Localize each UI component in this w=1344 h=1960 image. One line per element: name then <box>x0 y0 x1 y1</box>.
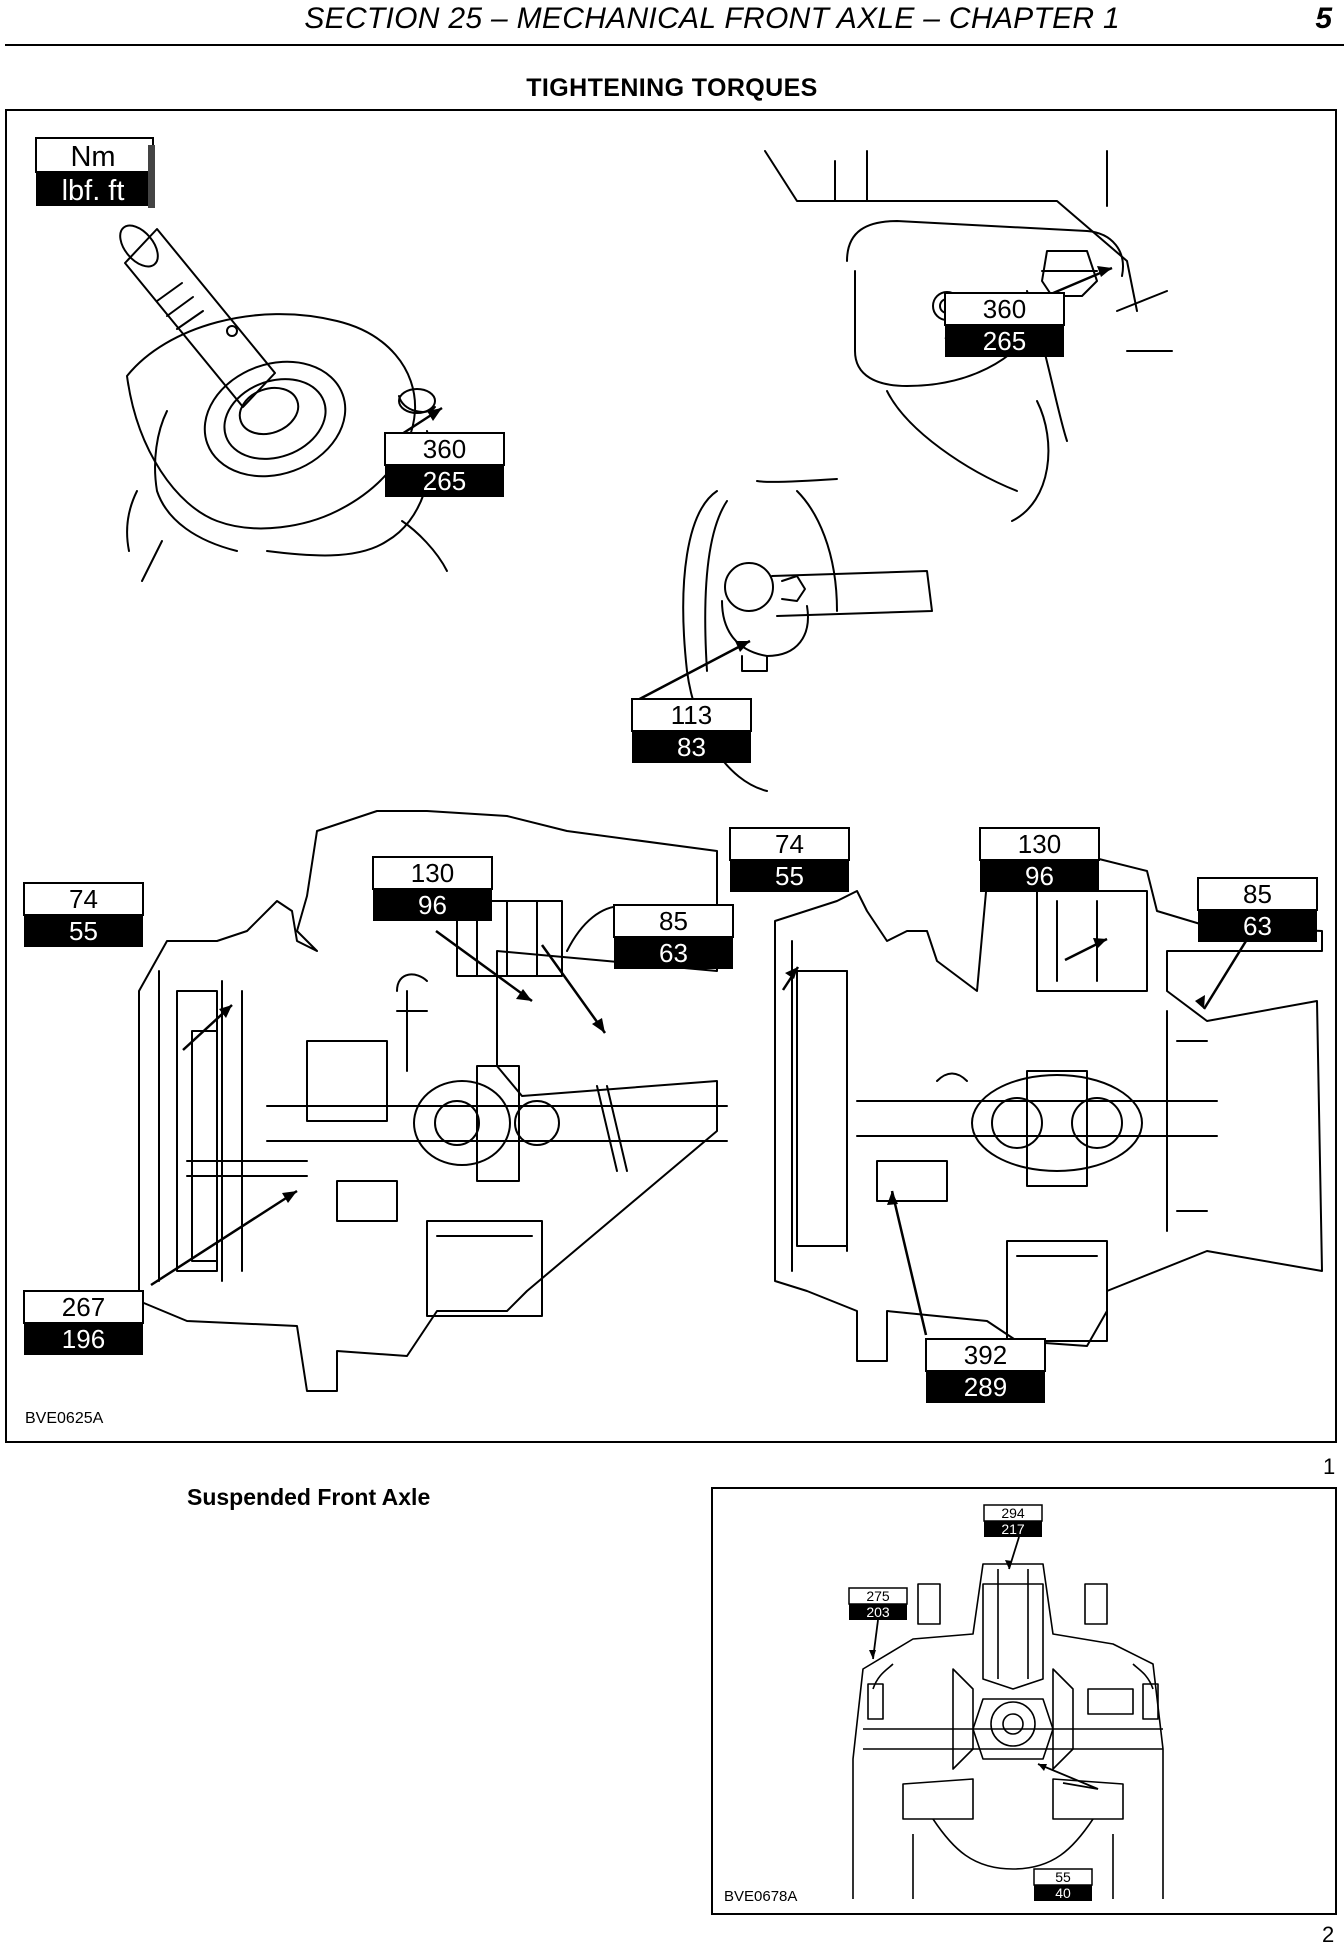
torque-lbf: 63 <box>1243 911 1272 941</box>
figure-number: 2 <box>1322 1922 1335 1947</box>
section-title: TIGHTENING TORQUES <box>526 74 818 102</box>
torque-nm: 113 <box>671 700 712 730</box>
torque-lbf: 96 <box>1025 861 1054 891</box>
torque-lbf: 96 <box>418 890 447 920</box>
figure-1-frame: Nm lbf. ft 360 265 360 265 113 83 74 55 <box>5 109 1337 1443</box>
arrowhead <box>219 1005 232 1018</box>
arrowhead <box>1005 1560 1012 1569</box>
arrowhead <box>1097 266 1112 277</box>
torque-lbf: 196 <box>62 1324 105 1354</box>
leader-arrow <box>540 944 607 1034</box>
torque-nm: 85 <box>1243 879 1272 909</box>
torque-lbf: 217 <box>1001 1521 1025 1537</box>
leader-arrow <box>1037 1763 1099 1790</box>
arrowhead <box>887 1191 898 1205</box>
arrowhead <box>1195 995 1205 1009</box>
section-caption: Suspended Front Axle <box>187 1484 431 1510</box>
legend-unit-nm: Nm <box>70 141 115 173</box>
torque-box: 85 63 <box>1197 877 1318 942</box>
torque-box: 74 55 <box>729 827 850 892</box>
torque-nm: 130 <box>411 858 454 888</box>
header-rule <box>5 44 1344 46</box>
arrowhead <box>516 989 532 1001</box>
torque-box: 360 265 <box>944 292 1065 357</box>
torque-box: 267 196 <box>23 1290 144 1355</box>
figure-code: BVE0625A <box>25 1410 104 1427</box>
drive-shaft-flange-drawing <box>119 224 448 582</box>
tie-rod-end-drawing <box>682 478 933 792</box>
figure-number: 1 <box>1323 1454 1336 1479</box>
torque-nm: 360 <box>423 434 466 464</box>
arrowhead <box>1038 1764 1047 1771</box>
torque-lbf: 55 <box>69 916 98 946</box>
leader-arrow <box>631 639 751 705</box>
torque-box: 113 83 <box>631 698 752 763</box>
arrowhead <box>282 1191 297 1203</box>
torque-nm: 267 <box>62 1292 105 1322</box>
arrowhead <box>1093 938 1107 949</box>
arrowhead <box>735 641 750 652</box>
torque-nm: 275 <box>866 1588 890 1604</box>
torque-nm: 392 <box>964 1340 1007 1370</box>
arrowhead <box>785 967 798 979</box>
arrowhead <box>869 1650 876 1659</box>
torque-nm: 294 <box>1001 1505 1025 1521</box>
torque-lbf: 40 <box>1055 1885 1071 1901</box>
torque-box: 275 203 <box>848 1587 908 1620</box>
axle-section-right-drawing <box>774 855 1323 1362</box>
figure-2-illustration: 294 217 275 203 55 40 BVE0678A <box>724 1504 1164 1905</box>
torque-nm: 85 <box>659 906 688 936</box>
torque-nm: 360 <box>983 294 1026 324</box>
torque-nm: 74 <box>775 829 804 859</box>
torque-lbf: 203 <box>866 1604 890 1620</box>
torque-lbf: 55 <box>775 861 804 891</box>
header-title: SECTION 25 – MECHANICAL FRONT AXLE – CHA… <box>304 2 1120 35</box>
torque-box: 294 217 <box>983 1504 1043 1537</box>
figure-code: BVE0678A <box>724 1888 797 1905</box>
figure-2-frame: 294 217 275 203 55 40 BVE0678A <box>711 1487 1337 1915</box>
torque-lbf: 63 <box>659 938 688 968</box>
leader-arrow <box>890 1190 928 1336</box>
arrowhead <box>427 408 442 421</box>
torque-lbf: 265 <box>983 326 1026 356</box>
torque-legend-box: Nm lbf. ft <box>35 137 155 208</box>
torque-box: 392 289 <box>925 1338 1046 1403</box>
axle-section-left-drawing <box>138 810 728 1392</box>
torque-nm: 130 <box>1018 829 1061 859</box>
leader-arrow <box>150 1189 298 1287</box>
pivot-bracket-drawing <box>764 150 1173 522</box>
torque-box: 85 63 <box>613 904 734 969</box>
torque-lbf: 265 <box>423 466 466 496</box>
torque-box: 360 265 <box>384 432 505 497</box>
page-number: 5 <box>1315 2 1332 35</box>
torque-box: 130 96 <box>979 827 1100 892</box>
figure-1-illustration: Nm lbf. ft 360 265 360 265 113 83 74 55 <box>23 137 1323 1427</box>
torque-nm: 74 <box>69 884 98 914</box>
torque-box: 130 96 <box>372 856 493 921</box>
torque-lbf: 289 <box>964 1372 1007 1402</box>
torque-lbf: 83 <box>677 732 706 762</box>
torque-box: 74 55 <box>23 882 144 947</box>
leader-arrow <box>435 929 533 1003</box>
legend-unit-lbf: lbf. ft <box>62 175 125 207</box>
torque-box: 55 40 <box>1033 1868 1093 1901</box>
arrowhead <box>592 1018 605 1033</box>
torque-nm: 55 <box>1055 1869 1071 1885</box>
leader-arrow <box>1202 940 1248 1010</box>
